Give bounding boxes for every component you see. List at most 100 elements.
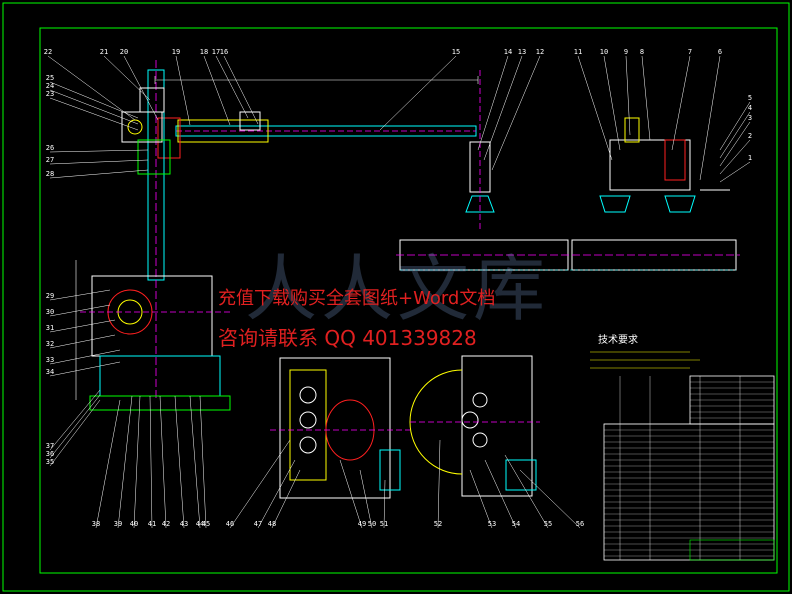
leader-line [175, 55, 191, 126]
leader-line [49, 334, 116, 349]
leader-line [49, 319, 116, 333]
leader-line [257, 459, 296, 529]
part-number-label: 43 [180, 520, 188, 528]
leader-line [383, 479, 386, 529]
leader-line [49, 149, 149, 153]
inner-frame [39, 27, 778, 574]
section-view-left [270, 357, 410, 499]
leader-line [49, 349, 121, 365]
part-number-label: 30 [46, 308, 54, 316]
part-number-label: 40 [130, 520, 138, 528]
leader-line [103, 55, 151, 101]
leader-line [641, 55, 651, 141]
part-number-label: 56 [576, 520, 584, 528]
parts-list-table [603, 375, 775, 561]
part-number-label: 11 [574, 48, 582, 56]
leader-line [359, 469, 373, 529]
leader-line [229, 439, 291, 529]
part-number-label: 9 [624, 48, 628, 56]
part-number-label: 26 [46, 144, 54, 152]
gripper-assembly [465, 70, 730, 230]
part-number-label: 4 [748, 104, 752, 112]
leader-line [49, 289, 111, 301]
part-number-label: 6 [718, 48, 722, 56]
part-number-label: 31 [46, 324, 54, 332]
part-number-label: 27 [46, 156, 54, 164]
part-number-label: 17 [212, 48, 220, 56]
part-number-label: 22 [44, 48, 52, 56]
leader-line [603, 55, 621, 151]
leader-line [484, 459, 517, 529]
leader-line [271, 469, 301, 529]
part-number-label: 47 [254, 520, 262, 528]
leader-line [123, 55, 159, 121]
part-number-label: 23 [46, 90, 54, 98]
part-number-label: 1 [748, 154, 752, 162]
part-number-label: 44 [196, 520, 204, 528]
leader-line [47, 55, 136, 121]
watermark-line-1: 充值下载购买全套图纸+Word文档 [218, 288, 496, 309]
leader-line [223, 55, 259, 125]
leader-line [477, 55, 509, 151]
part-number-label: 39 [114, 520, 122, 528]
watermark-line-2: 咨询请联系 QQ 401339828 [218, 326, 477, 350]
leader-line [117, 395, 133, 529]
leader-line [49, 159, 149, 165]
leader-line [379, 55, 457, 131]
leader-line [483, 55, 523, 161]
leader-line [199, 395, 207, 529]
part-number-label: 24 [46, 82, 54, 90]
part-number-label: 8 [640, 48, 644, 56]
part-number-label: 19 [172, 48, 180, 56]
leader-line [491, 55, 541, 171]
part-number-label: 50 [368, 520, 376, 528]
leader-line [95, 399, 121, 529]
part-number-label: 18 [200, 48, 208, 56]
part-number-label: 29 [46, 292, 54, 300]
part-number-label: 55 [544, 520, 552, 528]
leader-line [49, 97, 139, 131]
leader-line [339, 459, 363, 529]
part-number-label: 15 [452, 48, 460, 56]
part-number-label: 12 [536, 48, 544, 56]
part-number-label: 53 [488, 520, 496, 528]
leader-line [49, 399, 101, 467]
part-number-label: 25 [46, 74, 54, 82]
leader-line [159, 395, 167, 529]
part-number-label: 32 [46, 340, 54, 348]
leader-line [215, 55, 249, 119]
leader-line [699, 55, 721, 181]
leader-line [719, 161, 751, 183]
part-number-label: 5 [748, 94, 752, 102]
arm-assembly [154, 76, 479, 159]
part-number-label: 20 [120, 48, 128, 56]
leader-line [49, 89, 139, 125]
part-number-label: 7 [688, 48, 692, 56]
leader-line [719, 121, 751, 167]
tech-req-title: 技术要求 [598, 333, 638, 346]
leader-line [469, 469, 493, 529]
leader-line [49, 361, 121, 377]
leader-line [437, 439, 441, 529]
leader-line [719, 111, 751, 159]
part-number-label: 38 [92, 520, 100, 528]
logo-watermark: 人人文库 [245, 247, 550, 331]
leader-line [49, 169, 149, 179]
leader-line [174, 395, 185, 529]
vertical-column [121, 60, 171, 400]
part-number-label: 54 [512, 520, 520, 528]
leader-line [719, 101, 751, 151]
part-number-label: 21 [100, 48, 108, 56]
leader-line [504, 454, 549, 529]
part-number-label: 16 [220, 48, 228, 56]
part-number-label: 34 [46, 368, 54, 376]
part-number-label: 3 [748, 114, 752, 122]
leader-line [133, 395, 141, 529]
leader-line [49, 394, 101, 459]
part-number-label: 45 [202, 520, 210, 528]
